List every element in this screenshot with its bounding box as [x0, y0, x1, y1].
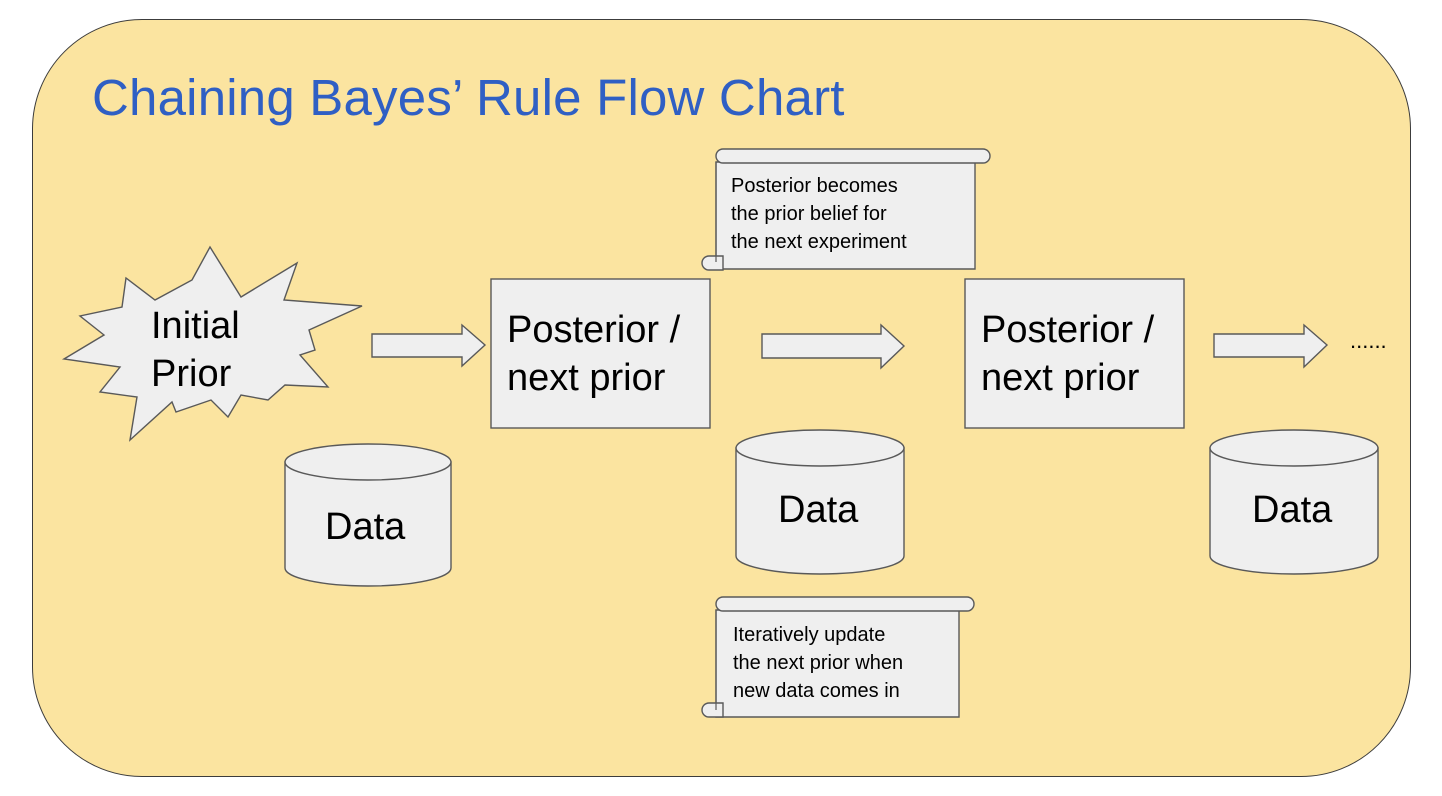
posterior-1-label: Posterior / next prior — [507, 306, 680, 402]
posterior-1-line2: next prior — [507, 357, 666, 399]
note-bottom-line3: new data comes in — [733, 680, 900, 702]
posterior-box-2 — [964, 278, 1185, 429]
scroll-note-top — [701, 148, 991, 271]
note-top-text: Posterior becomes the prior belief for t… — [731, 172, 907, 256]
initial-prior-starburst — [61, 245, 363, 442]
note-bottom-line1: Iteratively update — [733, 624, 886, 646]
data-label-3: Data — [1252, 489, 1333, 531]
data-label-1: Data — [325, 506, 406, 548]
arrow-1 — [371, 323, 487, 368]
arrow-2 — [761, 323, 906, 370]
note-bottom-text: Iteratively update the next prior when n… — [733, 621, 903, 705]
data-cylinder-2 — [735, 429, 905, 575]
note-top-line2: the prior belief for — [731, 203, 887, 225]
posterior-2-label: Posterior / next prior — [981, 306, 1154, 402]
initial-prior-line2: Prior — [151, 353, 232, 395]
note-bottom-line2: the next prior when — [733, 652, 904, 674]
posterior-2-line2: next prior — [981, 357, 1140, 399]
initial-prior-label: Initial Prior — [151, 302, 240, 398]
data-cylinder-1 — [284, 443, 452, 587]
posterior-2-line1: Posterior / — [981, 309, 1155, 351]
posterior-box-1 — [490, 278, 711, 429]
ellipsis-continuation: ...... — [1350, 328, 1387, 353]
posterior-1-line1: Posterior / — [507, 309, 681, 351]
arrow-3 — [1213, 323, 1329, 369]
data-cylinder-3 — [1209, 429, 1379, 575]
page-title: Chaining Bayes’ Rule Flow Chart — [92, 69, 845, 126]
note-top-line3: the next experiment — [731, 231, 907, 253]
data-label-2: Data — [778, 489, 859, 531]
scroll-note-bottom — [701, 596, 975, 718]
note-top-line1: Posterior becomes — [731, 175, 898, 197]
initial-prior-line1: Initial — [151, 305, 240, 347]
